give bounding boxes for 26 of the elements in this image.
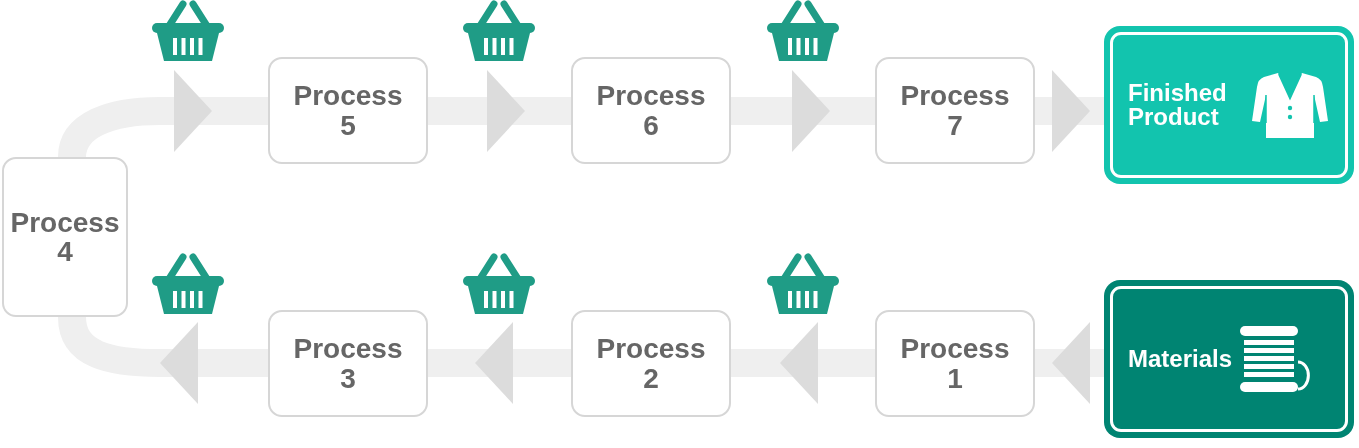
flow-arrow [1035,70,1104,152]
flow-arrow [731,70,875,152]
flow-arrow [58,315,268,404]
box-label: Finished Product [1128,81,1228,129]
step-label: Process 6 [595,81,707,140]
process-box [268,310,428,417]
step-label: Process 7 [899,81,1011,140]
process-box [268,57,428,164]
box-label: Materials [1128,347,1233,371]
flow-arrow [731,322,875,404]
input-box [1104,280,1354,438]
process-box [571,57,731,164]
flow-arrow [428,322,571,404]
step-label: Process 4 [9,207,121,267]
process-box [875,57,1035,164]
step-label: Process 5 [292,81,404,140]
flow-arrow [428,70,571,152]
flow-arrow [58,70,268,159]
output-box [1104,26,1354,184]
flow-arrow [1035,322,1104,404]
process-box [2,157,128,317]
process-box [875,310,1035,417]
step-label: Process 2 [595,334,707,393]
step-label: Process 3 [292,334,404,393]
process-box [571,310,731,417]
step-label: Process 1 [899,334,1011,393]
